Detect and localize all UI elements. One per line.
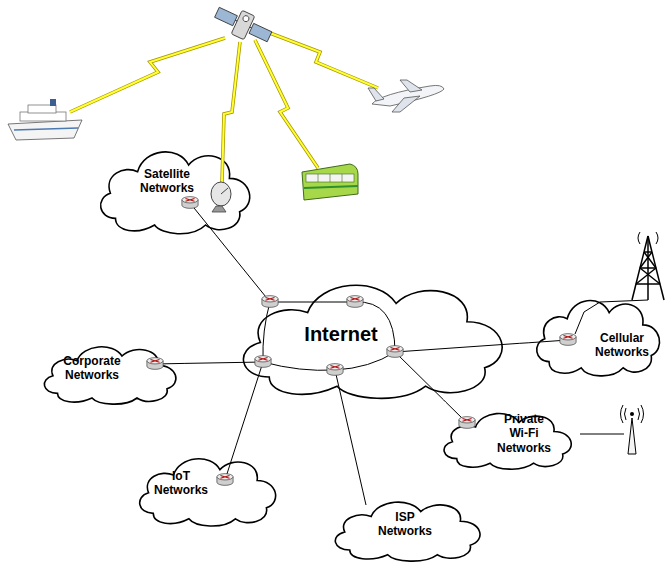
network-cloud: Satellite Networks <box>90 135 260 235</box>
router-link <box>190 203 216 235</box>
network-cloud: Cellular Networks <box>528 285 668 377</box>
cloud-label: IoT Networks <box>150 469 212 498</box>
cloud-label: Internet <box>297 322 385 346</box>
router-link <box>335 370 342 400</box>
network-cloud: Private Wi-Fi Networks <box>435 402 580 470</box>
router-icon <box>347 296 363 308</box>
router-link <box>238 262 270 302</box>
cloud-label: ISP Networks <box>369 510 441 539</box>
cloud-label: Cellular Networks <box>586 331 658 360</box>
satellite-dish <box>211 182 231 212</box>
train <box>302 164 358 200</box>
router-icon <box>327 364 343 376</box>
router-link <box>225 445 236 480</box>
router-icon <box>182 197 198 209</box>
wifi-antenna <box>580 405 644 454</box>
network-cloud: Corporate Networks <box>35 335 185 405</box>
network-link <box>216 235 238 262</box>
network-cloud: Internet <box>225 262 520 400</box>
ship <box>8 99 82 140</box>
network-link <box>236 400 251 445</box>
router-link <box>446 402 467 423</box>
router-link <box>363 490 366 505</box>
cloud-label: Corporate Networks <box>55 354 129 383</box>
router-icon <box>459 417 475 429</box>
satellite <box>211 1 275 49</box>
router-link <box>395 352 444 400</box>
cloud-outline <box>528 285 668 377</box>
satellite-link <box>70 30 378 182</box>
cell-tower <box>632 232 664 300</box>
airplane <box>368 80 444 112</box>
network-link <box>185 362 225 364</box>
router-icon <box>147 358 163 370</box>
router-group <box>147 197 576 486</box>
router-link <box>395 343 520 352</box>
network-cloud: IoT Networks <box>130 445 285 527</box>
router-link <box>528 340 568 343</box>
network-cloud: ISP Networks <box>325 490 490 562</box>
router-icon <box>262 296 278 308</box>
network-link <box>520 342 528 344</box>
cloud-label: Private Wi-Fi Networks <box>495 412 553 455</box>
network-link <box>444 400 446 402</box>
cloud-label: Satellite Networks <box>130 167 204 196</box>
network-link <box>342 400 363 490</box>
router-icon <box>217 474 233 486</box>
router-link <box>225 362 263 364</box>
router-icon <box>387 346 403 358</box>
tower-link <box>575 300 648 334</box>
backbone-link <box>263 302 395 370</box>
router-icon <box>255 356 271 368</box>
router-icon <box>560 334 576 346</box>
router-link <box>251 362 263 400</box>
router-link <box>155 363 185 365</box>
